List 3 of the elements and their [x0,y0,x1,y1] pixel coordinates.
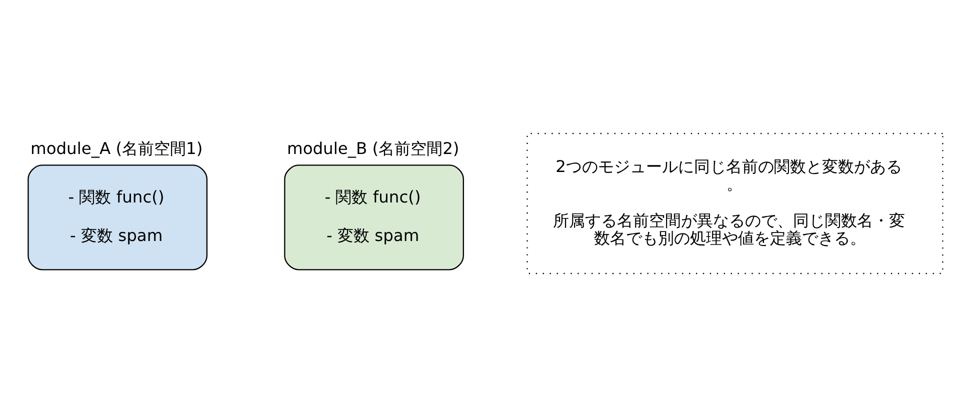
node-label: module_B (名前空間2) [286,138,459,158]
node-label: module_A (名前空間1) [30,138,202,158]
node-box: 2つのモジュールに同じ名前の関数と変数がある。 所属する名前空間が異なるので、同じ関数名・変数名でも別の処理や値を定義できる。 [526,132,943,274]
